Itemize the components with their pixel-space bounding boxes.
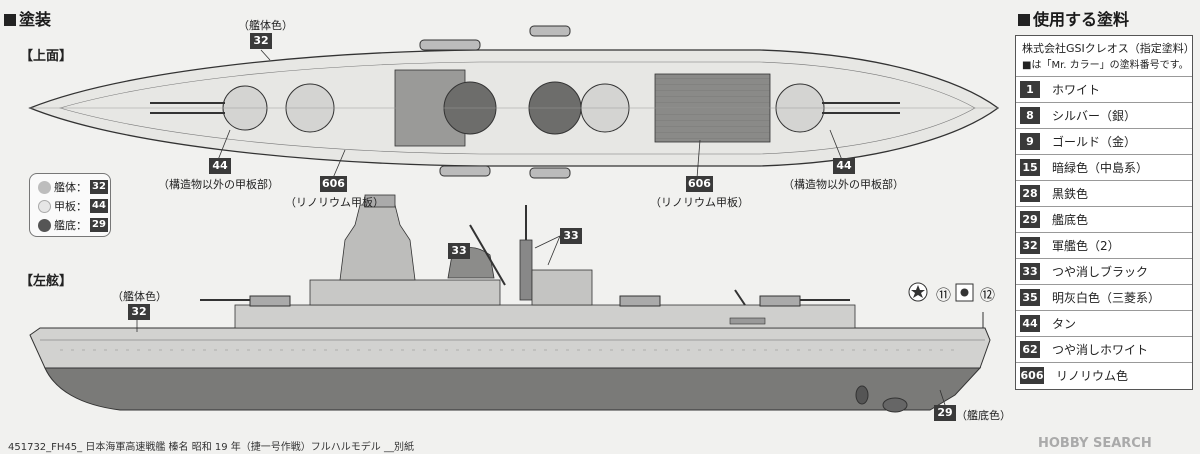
side-bottom-num: 29 [934,405,956,421]
top-hull-color-text: （艦体色） [238,19,293,32]
top-deck-right-num: 44 [833,158,855,174]
painting-title: 塗装 [4,6,51,30]
decal-11: ⑪ [936,286,952,304]
legend-row-deck: 甲板： 44 [38,198,108,214]
paint-maker: 株式会社GSIクレオス（指定塗料） [1022,42,1195,55]
top-deck-left-num: 44 [209,158,231,174]
side-funnel-num-a: 33 [448,243,470,259]
top-deck-right-text: （構造物以外の甲板部） [783,178,904,191]
top-linoleum-left-num: 606 [320,176,347,192]
ship-top-view [28,25,1000,179]
paints-used-title: 使用する塗料 [1018,6,1129,30]
side-bottom-text: （艦底色） [956,409,1011,422]
top-deck-left-text: （構造物以外の甲板部） [158,178,279,191]
footer-caption: 451732_FH45_ 日本海軍高速戦艦 榛名 昭和 19 年（捷一号作戦）フ… [8,442,414,453]
port-side-heading: 【左舷】 [20,274,73,289]
top-hull-color-num: 32 [250,33,272,49]
top-linoleum-right-text: （リノリウム甲板） [650,196,749,209]
side-hull-color-num: 32 [128,304,150,320]
top-linoleum-right-num: 606 [686,176,713,192]
legend-swatch [38,180,51,194]
side-funnel-num-b: 33 [560,228,582,244]
side-hull-color-text: （艦体色） [112,290,167,303]
ship-side-view [29,194,991,413]
title-marker-icon [1018,14,1030,26]
top-view-heading: 【上面】 [20,49,73,64]
title-marker-icon [4,14,16,26]
legend-swatch [38,199,51,213]
color-legend: 艦体： 32 甲板： 44 艦底： 29 [29,173,111,237]
legend-swatch [38,218,51,232]
decal-12: ⑫ [980,286,996,304]
legend-row-hull: 艦体： 32 [38,179,108,195]
legend-row-bottom: 艦底： 29 [38,217,108,233]
top-linoleum-left-text: （リノリウム甲板） [285,196,384,209]
watermark: HOBBY SEARCH [1038,436,1152,451]
paint-note: ■は「Mr. カラー」の塗料番号です。 [1022,60,1189,71]
